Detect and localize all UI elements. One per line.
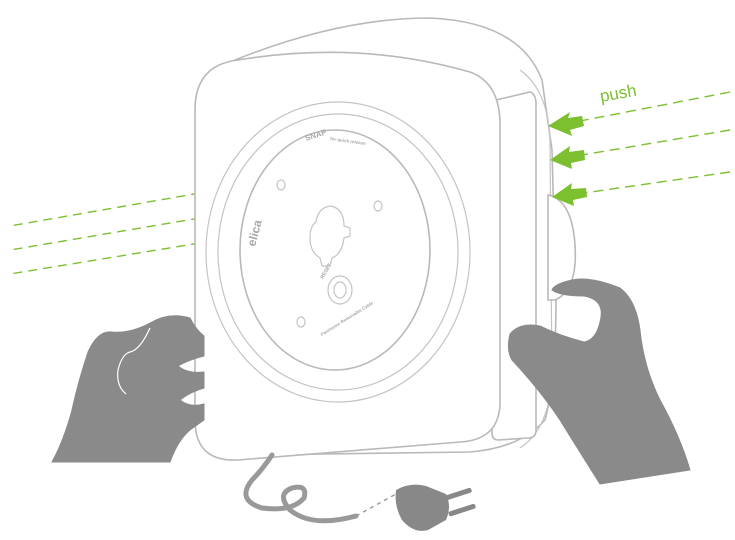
power-plug-icon [395, 484, 476, 531]
screw-hole-bottom [296, 316, 306, 328]
push-arrow-icon [548, 112, 587, 206]
power-cable [243, 452, 359, 524]
left-push-lines [9, 192, 201, 275]
inner-disc [239, 129, 431, 371]
snap-sublabel: for quick release [330, 136, 367, 146]
left-hand-icon [51, 315, 205, 463]
reset-button-outer [327, 275, 353, 305]
push-label: push [598, 81, 638, 106]
center-keyhole-slot [309, 205, 351, 267]
plug-dashed-connector [355, 493, 397, 517]
rear-mount-plate [547, 194, 577, 301]
screw-hole-right [373, 200, 383, 212]
reset-button-inner [333, 281, 347, 299]
screw-hole-top [276, 179, 286, 191]
middle-ring [217, 113, 459, 391]
right-push-lines [579, 91, 731, 194]
outer-ring [205, 101, 471, 403]
brand-logo-text: elica [244, 218, 265, 248]
right-hand-icon [507, 278, 691, 485]
left-hand-finger-line [117, 327, 151, 395]
